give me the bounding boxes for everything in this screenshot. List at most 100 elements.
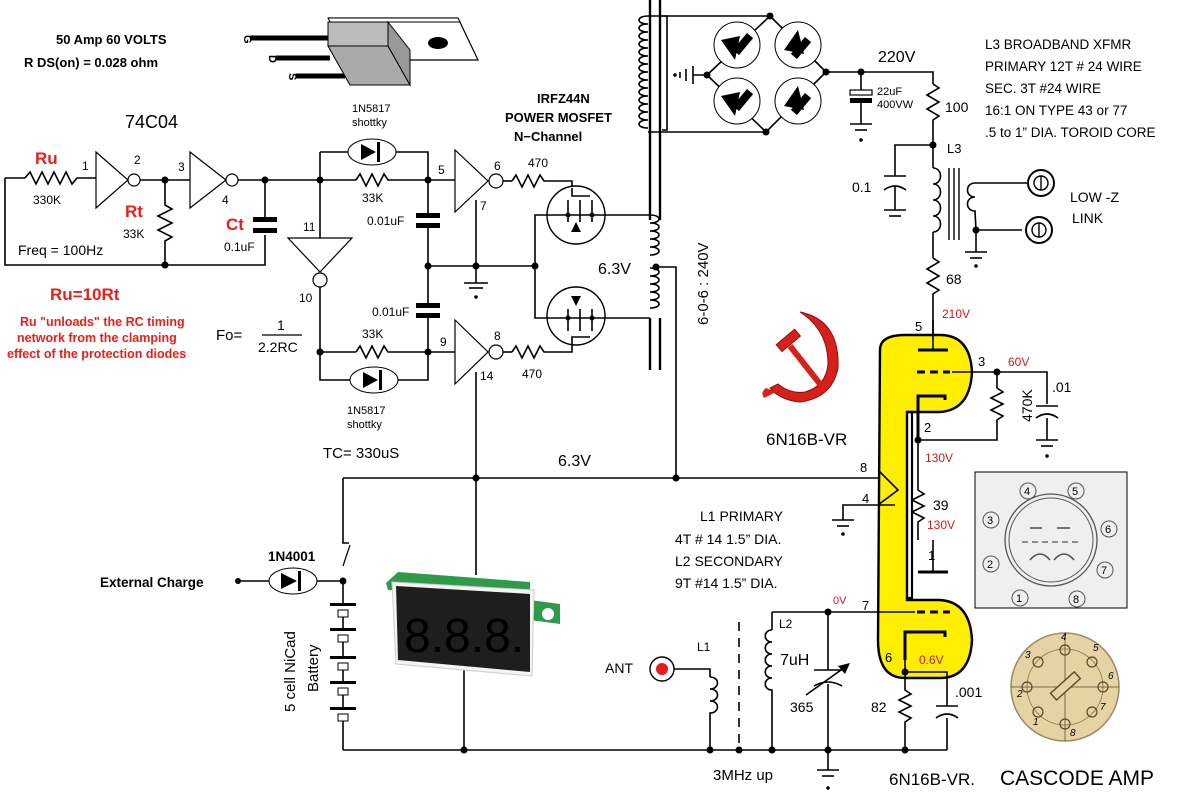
ground-icon-heater — [832, 519, 854, 536]
l1-label: L1 — [697, 640, 711, 654]
coil-spec-line4: 9T #14 1.5” DIA. — [675, 575, 777, 591]
diode-bottom-type: shottky — [347, 419, 382, 431]
tube-pin-5: 5 — [915, 319, 922, 334]
mosfet-desc: POWER MOSFET — [505, 110, 612, 125]
pinout-pin-6: 6 — [1105, 524, 1111, 536]
capacitor-top — [416, 213, 440, 228]
schottky-diode-bottom-icon — [349, 366, 399, 394]
socket-pin-2: 2 — [1016, 689, 1023, 700]
link-connector-bottom-icon — [1025, 216, 1053, 244]
diode-top-part: 1N5817 — [352, 103, 391, 115]
pin-10: 10 — [299, 291, 313, 305]
v-grid-upper: 60V — [1008, 355, 1029, 369]
r-link-value: 39 — [933, 497, 949, 513]
tube-pin-7: 7 — [862, 598, 869, 613]
capacitor-bottom — [416, 303, 440, 318]
c-cathode-value: .001 — [955, 684, 982, 700]
antenna-connector-icon — [649, 656, 675, 682]
rt-value: 33K — [123, 227, 144, 241]
resistor-470-bottom — [511, 344, 573, 360]
tube-pinout-diagram: 4 5 3 6 2 7 1 8 — [974, 471, 1128, 609]
mosfet-part: IRFZ44N — [537, 91, 590, 106]
primary-coil-icon — [649, 214, 660, 309]
variable-capacitor-icon — [805, 663, 850, 696]
ground-icon-bypass — [884, 209, 906, 217]
ground-icon-grid — [1036, 439, 1058, 458]
r-gate-top-value: 470 — [528, 156, 548, 170]
pin-4: 4 — [222, 193, 229, 207]
r-gate-bottom-value: 470 — [522, 367, 542, 381]
socket-pin-4: 4 — [1061, 632, 1067, 643]
secondary-coil-icon — [638, 15, 668, 131]
tube-6n16b: 5 210V 3 60V 2 130V 8 4 130V 1 7 0V 6 0.… — [343, 307, 1072, 750]
tube-pin-3: 3 — [978, 354, 985, 369]
pin-9: 9 — [440, 335, 447, 349]
resistor-100 — [925, 83, 941, 145]
pin-8: 8 — [494, 329, 501, 343]
rail-label: 6.3V — [558, 453, 591, 470]
center-tap-label: 6.3V — [598, 261, 631, 278]
footer-title: CASCODE AMP — [1000, 767, 1154, 790]
tube-pin-8: 8 — [860, 460, 867, 475]
c-top-value: 0.01uF — [367, 214, 404, 228]
pinout-pin-8: 8 — [1073, 594, 1079, 606]
link-label-1: LOW -Z — [1070, 189, 1119, 205]
l3-spec-line1: L3 BROADBAND XFMR — [985, 37, 1132, 52]
formula-prefix: Fo= — [216, 327, 243, 344]
resistor-39 — [910, 440, 926, 540]
ct-label: Ct — [226, 215, 244, 234]
socket-pin-5: 5 — [1093, 643, 1099, 654]
resistor-82 — [897, 672, 913, 750]
hv-label: 220V — [878, 49, 916, 66]
v-cathode-upper: 130V — [925, 451, 953, 465]
coil-spec-line3: L2 SECONDARY — [675, 553, 784, 569]
v-cathode-lower: 0.6V — [919, 653, 944, 667]
tube-pin-4: 4 — [862, 491, 869, 506]
note-line-3: effect of the protection diodes — [7, 347, 186, 361]
to220-package-icon: G D S — [241, 17, 479, 87]
resistor-rt — [156, 180, 174, 265]
buffer-bottom — [454, 318, 489, 386]
mosfet-specs: 50 Amp 60 VOLTS R DS(on) = 0.028 ohm — [24, 32, 167, 70]
ct-value: 0.1uF — [224, 240, 255, 254]
mosfet-spec-line2: R DS(on) = 0.028 ohm — [24, 55, 158, 70]
pinout-pin-3: 3 — [987, 515, 993, 527]
bypass-cap-value: 0.1 — [852, 179, 872, 195]
l3-label: L3 — [947, 141, 961, 156]
r-grid-bias-value: 470K — [1019, 389, 1035, 422]
link-connector-top-icon — [1027, 169, 1055, 197]
diode-1n4001-label: 1N4001 — [268, 549, 316, 564]
pin-7: 7 — [480, 199, 487, 213]
pin-1: 1 — [82, 159, 89, 173]
driver-section: 1N5817 shottky 33K 5 0.01uF 0.01uF 11 10 — [286, 103, 573, 482]
r-drop-value: 100 — [945, 99, 969, 115]
diode-1n4001-icon — [268, 567, 318, 595]
socket-pin-3: 3 — [1025, 650, 1031, 661]
ic-label: 74C04 — [125, 112, 178, 132]
rt-label: Rt — [125, 202, 143, 221]
l3-spec-line2: PRIMARY 12T # 24 WIRE — [985, 59, 1142, 74]
c-grid-bypass-value: .01 — [1052, 379, 1072, 395]
r-top-value: 33K — [362, 191, 383, 205]
inductor-l2 — [764, 629, 773, 750]
transformer-ratio: 6-0-6 : 240V — [695, 242, 712, 325]
c-tune-value: 365 — [790, 699, 814, 715]
mosfet-label: IRFZ44N POWER MOSFET N−Channel — [505, 91, 612, 144]
hv-supply: 220V 22uF 400VW 100 0.1 — [849, 49, 969, 217]
pin-label-s: S — [286, 73, 298, 80]
l3-spec: L3 BROADBAND XFMR PRIMARY 12T # 24 WIRE … — [985, 37, 1156, 140]
inverter-1 — [95, 150, 129, 210]
pin-11: 11 — [303, 220, 316, 234]
resistor-470k — [918, 372, 1005, 441]
v-plate: 210V — [942, 307, 970, 321]
l3-spec-line3: SEC. 3T #24 WIRE — [985, 81, 1101, 96]
hv-cap-value: 22uF — [877, 86, 902, 98]
l3-spec-line4: 16:1 ON TYPE 43 or 77 — [985, 103, 1127, 118]
footer-tube: 6N16B-VR. — [889, 770, 975, 789]
inverter-3 — [286, 237, 354, 273]
pin-14: 14 — [480, 369, 494, 383]
ground-icon-link — [965, 251, 987, 268]
tube-pin-2: 2 — [924, 420, 931, 435]
ru-label: Ru — [35, 149, 58, 168]
